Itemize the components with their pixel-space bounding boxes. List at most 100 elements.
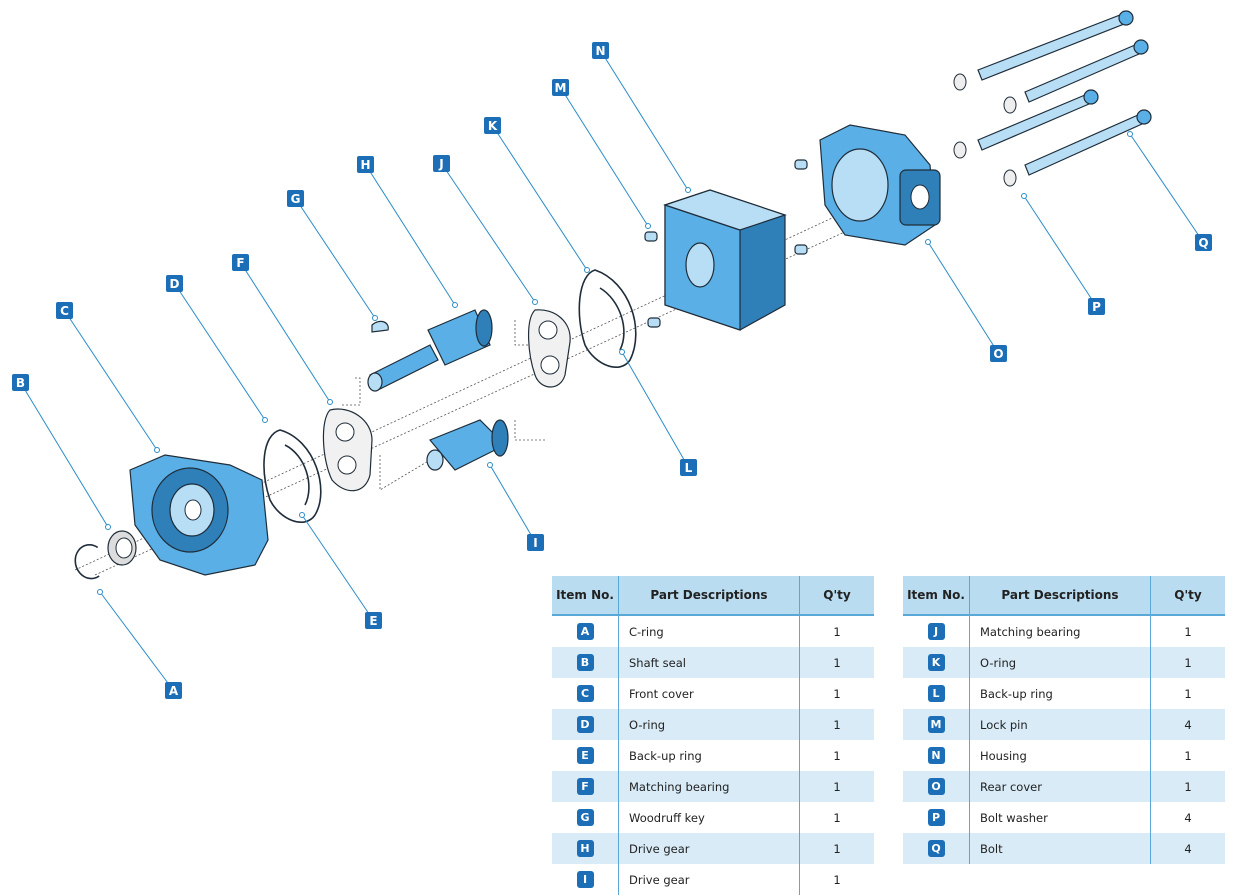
callout-letter: O	[993, 347, 1003, 361]
part-o-ring-front	[263, 429, 322, 524]
item-no-cell: Q	[903, 833, 970, 864]
callout-leader-line	[365, 164, 456, 306]
item-no-cell: I	[552, 864, 619, 895]
callout-leader-line	[20, 382, 109, 528]
part-woodruff-key	[371, 320, 389, 333]
callout-leader-line	[621, 351, 689, 468]
item-no-cell: L	[903, 678, 970, 709]
callout-anchor-dot	[372, 315, 378, 321]
item-no-cell: F	[552, 771, 619, 802]
callout-letter: L	[685, 461, 693, 475]
callout-leader-line	[1129, 133, 1204, 243]
callout-h: H	[357, 156, 458, 308]
header-qty: Q'ty	[1150, 576, 1225, 616]
qty-cell: 1	[833, 810, 841, 825]
qty-cell: 1	[833, 872, 841, 887]
item-no-cell: K	[903, 647, 970, 678]
callout-leader-line	[64, 310, 158, 451]
item-no-cell: P	[903, 802, 970, 833]
item-letter-badge: F	[576, 778, 594, 795]
part-shaft-seal	[107, 530, 137, 566]
callout-badge	[365, 612, 382, 629]
callout-badge	[527, 534, 544, 551]
callout-badge	[287, 190, 304, 207]
callout-leader-line	[927, 241, 999, 354]
callout-d: D	[166, 275, 268, 423]
callout-letter: K	[488, 119, 498, 133]
qty-cell: 1	[833, 686, 841, 701]
qty-cell: 1	[1184, 624, 1192, 639]
callout-k: K	[484, 117, 590, 273]
part-drive-gear-upper	[367, 309, 493, 392]
part-description-cell: Drive gear	[618, 833, 800, 864]
part-description-cell: Bolt	[969, 833, 1151, 864]
callout-anchor-dot	[452, 302, 458, 308]
callout-e: E	[299, 512, 382, 629]
callout-leader-line	[600, 50, 689, 191]
callout-badge	[592, 42, 609, 59]
callout-leader-line	[560, 87, 649, 227]
item-no-cell: N	[903, 740, 970, 771]
callout-anchor-dot	[299, 512, 305, 518]
qty-cell: 4	[1150, 709, 1225, 740]
callout-leader-line	[174, 283, 266, 421]
callout-badge	[433, 155, 450, 172]
callout-anchor-dot	[105, 524, 111, 530]
callout-n: N	[592, 42, 691, 193]
item-letter-badge: D	[576, 716, 594, 733]
qty-cell: 1	[799, 709, 874, 740]
qty-cell: 1	[1150, 771, 1225, 802]
callout-letter: M	[555, 81, 567, 95]
item-letter-badge: H	[576, 840, 594, 857]
callout-a: A	[97, 589, 182, 699]
part-description-cell: Back-up ring	[969, 678, 1151, 709]
callout-badge	[1195, 234, 1212, 251]
part-description-cell: Matching bearing	[969, 615, 1151, 647]
callout-badge	[232, 254, 249, 271]
header-item-no: Item No.	[903, 576, 970, 616]
header-item-no: Item No.	[552, 576, 619, 616]
qty-cell: 1	[1184, 686, 1192, 701]
qty-cell: 1	[799, 771, 874, 802]
callout-letter: A	[169, 684, 179, 698]
part-housing	[663, 189, 787, 331]
part-drive-gear-lower	[426, 419, 509, 471]
callout-letter: J	[438, 157, 443, 171]
item-no-cell: E	[552, 740, 619, 771]
callout-anchor-dot	[619, 349, 625, 355]
callout-g: G	[287, 190, 378, 321]
item-letter-badge: Q	[927, 840, 945, 857]
callout-letter: P	[1092, 300, 1101, 314]
item-no-cell: M	[903, 709, 970, 740]
part-bearing-rear	[527, 309, 571, 388]
callout-badge	[484, 117, 501, 134]
item-no-cell: B	[552, 647, 619, 678]
callout-anchor-dot	[327, 399, 333, 405]
callout-l: L	[619, 349, 697, 476]
callout-leader-line	[489, 464, 536, 543]
callout-i: I	[487, 462, 544, 551]
callout-letter: F	[236, 256, 244, 270]
header-qty: Q'ty	[799, 576, 874, 616]
callout-badge	[357, 156, 374, 173]
callout-b: B	[12, 374, 111, 530]
callout-j: J	[433, 155, 538, 305]
item-letter-badge: K	[927, 654, 945, 671]
part-lock-pins	[644, 159, 808, 328]
callout-badge	[12, 374, 29, 391]
item-letter-badge: O	[927, 778, 945, 795]
callout-letter: C	[60, 304, 69, 318]
callout-leader-line	[441, 163, 536, 303]
qty-cell: 1	[799, 833, 874, 864]
